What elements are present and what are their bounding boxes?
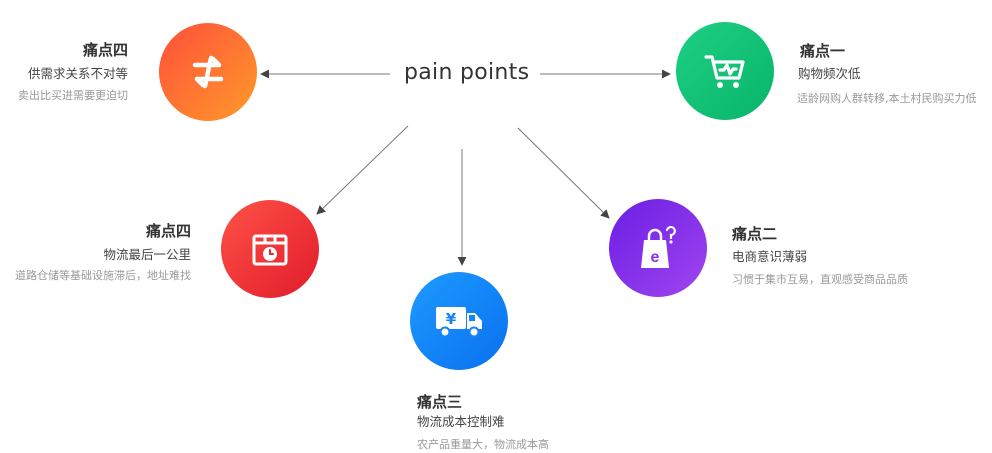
yuan-truck-icon: ¥ — [436, 307, 482, 338]
lastmile-desc: 道路仓储等基础设施滞后，地址难找 — [15, 269, 191, 282]
logistics-subtitle: 物流成本控制难 — [417, 414, 505, 429]
svg-text:¥: ¥ — [446, 310, 457, 328]
lastmile-subtitle: 物流最后一公里 — [103, 247, 191, 262]
ecommerce-title: 痛点二 — [732, 225, 778, 243]
exchange-arrows-icon — [192, 55, 224, 89]
svg-text:e: e — [651, 249, 660, 266]
logistics-desc: 农产品重量大，物流成本高 — [417, 438, 549, 451]
parcel-clock-icon — [252, 234, 288, 266]
frequency-desc: 适龄网购人群转移,本土村民购买力低 — [797, 92, 977, 105]
frequency-subtitle: 购物频次低 — [798, 66, 861, 81]
ecommerce-awareness-node: e — [609, 199, 707, 297]
center-label: pain points — [404, 60, 530, 85]
ecommerce-subtitle: 电商意识薄弱 — [732, 249, 808, 264]
supply-demand-node — [159, 23, 257, 121]
frequency-title: 痛点一 — [800, 42, 846, 60]
purchase-frequency-node — [676, 22, 774, 120]
logistics-cost-node: ¥ — [410, 272, 508, 370]
supply-desc: 卖出比买进需要更迫切 — [18, 89, 128, 102]
shopping-cart-icon — [704, 55, 745, 88]
supply-title: 痛点四 — [82, 41, 128, 59]
supply-subtitle: 供需求关系不对等 — [27, 66, 128, 81]
shopping-bag-question-icon: e — [641, 225, 676, 268]
lastmile-title: 痛点四 — [145, 222, 191, 240]
arrow-to-lastmile — [316, 125, 409, 215]
last-mile-node — [221, 200, 319, 298]
arrow-to-ecommerce — [517, 127, 610, 219]
logistics-title: 痛点三 — [417, 393, 463, 411]
ecommerce-desc: 习惯于集市互易，直观感受商品品质 — [732, 273, 908, 286]
